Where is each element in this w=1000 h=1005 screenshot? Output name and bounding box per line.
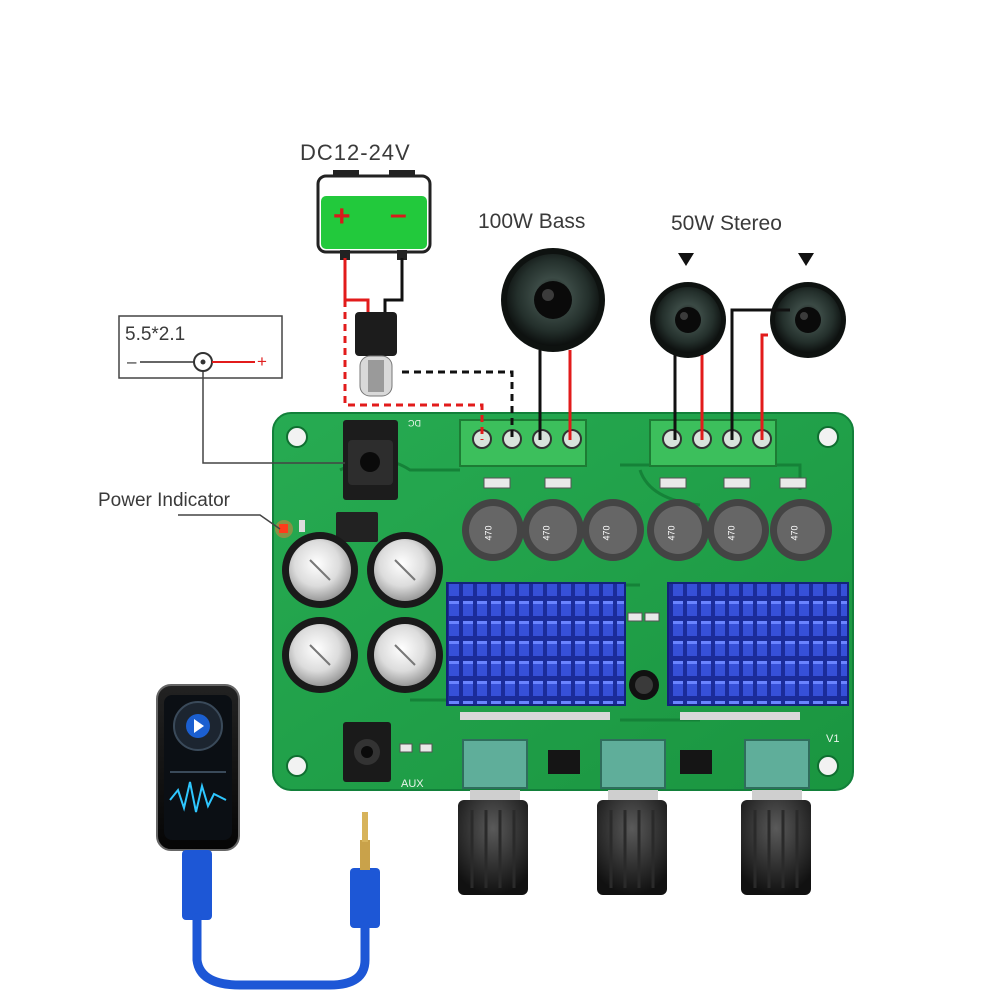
diode [336,512,378,542]
battery-plus-label: + [333,200,351,233]
down-arrow-icons [678,253,814,266]
inductor-label: 470 [483,525,494,541]
inductor-label: 470 [666,525,677,541]
dc-plug [355,312,397,397]
dc-jack-size-label: 5.5*2.1 [125,324,186,345]
treble-knob [597,739,667,895]
jack-plus-label: + [257,352,267,371]
pin-header [460,712,800,720]
bass-output-label: 100W Bass [478,210,586,233]
battery-minus-label: – [390,198,407,231]
capacitors [282,532,443,693]
input-terminal [459,419,587,467]
power-indicator-label: Power Indicator [98,490,231,511]
mounting-holes [286,426,839,777]
bass-knob [741,739,811,895]
battery-icon [316,170,432,260]
inductor-label: 470 [789,525,800,541]
dc-jack-callout [118,315,345,464]
stereo-output-terminal [649,419,777,467]
aux-input-jack [343,722,391,782]
power-supply-label: DC12-24V [300,140,411,165]
play-icon [194,719,204,733]
volume-knob [458,739,528,895]
op-amp-chip-2 [680,750,712,774]
right-speaker-icon [770,282,846,358]
phone-icon [156,684,240,851]
stereo-output-label: 50W Stereo [671,212,782,235]
smd-components [399,477,807,753]
dc-silk-label: DC [408,418,421,428]
heatsinks [446,582,849,706]
power-wires [343,258,514,440]
aux-silk-label: AUX [401,778,424,790]
jack-minus-label: – [127,352,137,371]
dc-input-jack [343,420,398,500]
inductor-label: 470 [541,525,552,541]
op-amp-chip-1 [548,750,580,774]
inductors [462,499,832,561]
inductor-label: 470 [601,525,612,541]
board-version-label: V1 [826,733,840,745]
power-indicator-leader [178,514,281,530]
speaker-wires [538,308,790,440]
small-capacitor [629,670,659,700]
bass-speaker-icon [501,248,605,352]
inductor-label: 470 [726,525,737,541]
audio-cable [182,812,380,990]
left-speaker-icon [650,282,726,358]
power-indicator-led [275,520,305,538]
